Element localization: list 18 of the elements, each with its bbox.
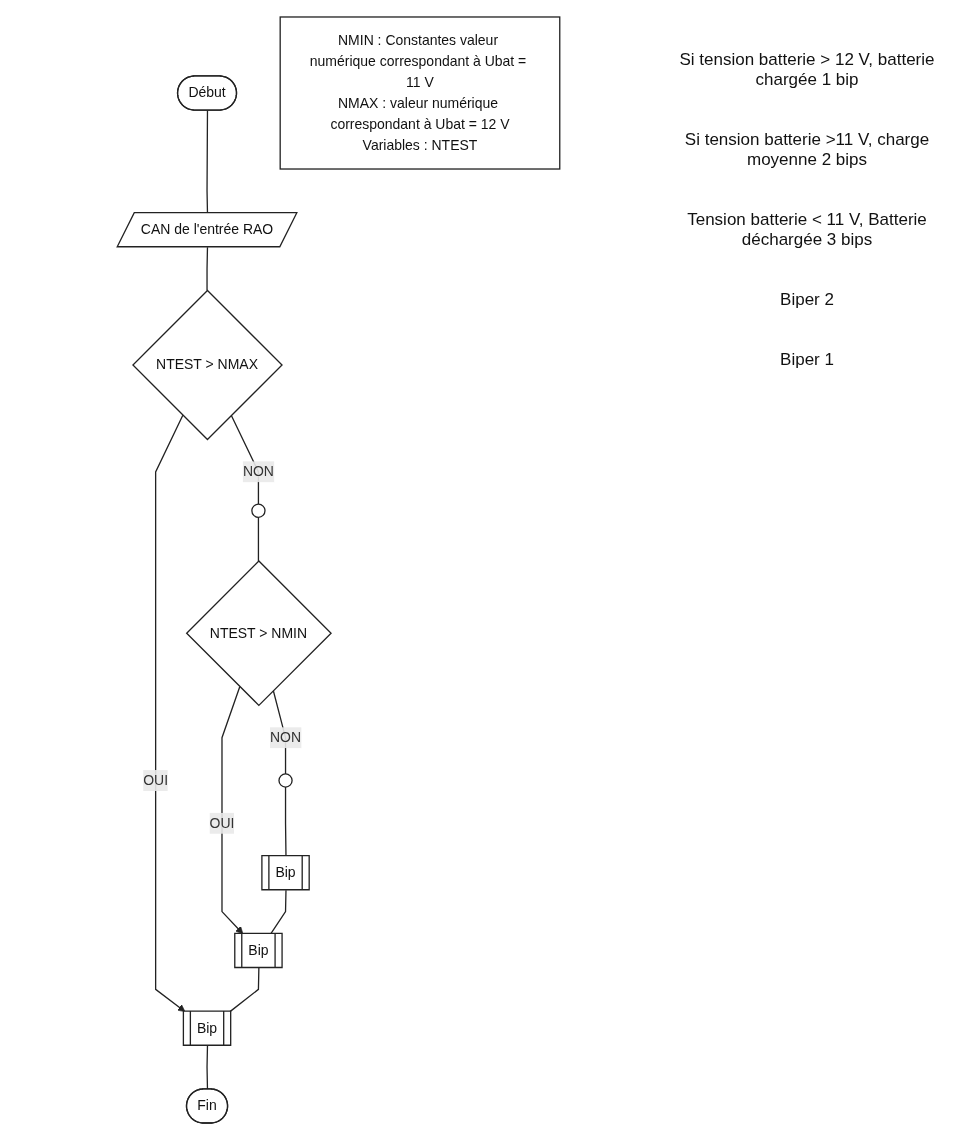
node-circle [251,503,266,518]
node-diamond: NTEST > NMIN [185,560,332,707]
connector [257,516,260,562]
edge-label: NON [270,729,302,745]
note-text: Biper 1 [779,350,835,370]
note-text: Biper 2 [779,290,835,310]
node-box: NMIN : Constantes valeur numérique correspondant à Ubat = 11 V NMAX : valeur numérique correspondant à Ubat = 12 V Variables : NTEST [279,16,561,170]
connector [229,967,260,1013]
node-diamond: NTEST > NMAX [132,289,283,441]
edge-label: OUI [209,815,235,831]
note-text: Si tension batterie > 12 V, batterie chargée 1 bip [678,50,936,90]
arrow [155,414,186,1012]
connector [206,246,209,292]
note-text: Si tension batterie >11 V, charge moyenne 2 bips [683,130,931,170]
node-circle [278,773,293,788]
edge-label: OUI [143,772,169,788]
note-text: Tension batterie < 11 V, Batterie déchargée 3 bips [686,210,928,250]
edge-label: NON [242,464,274,479]
